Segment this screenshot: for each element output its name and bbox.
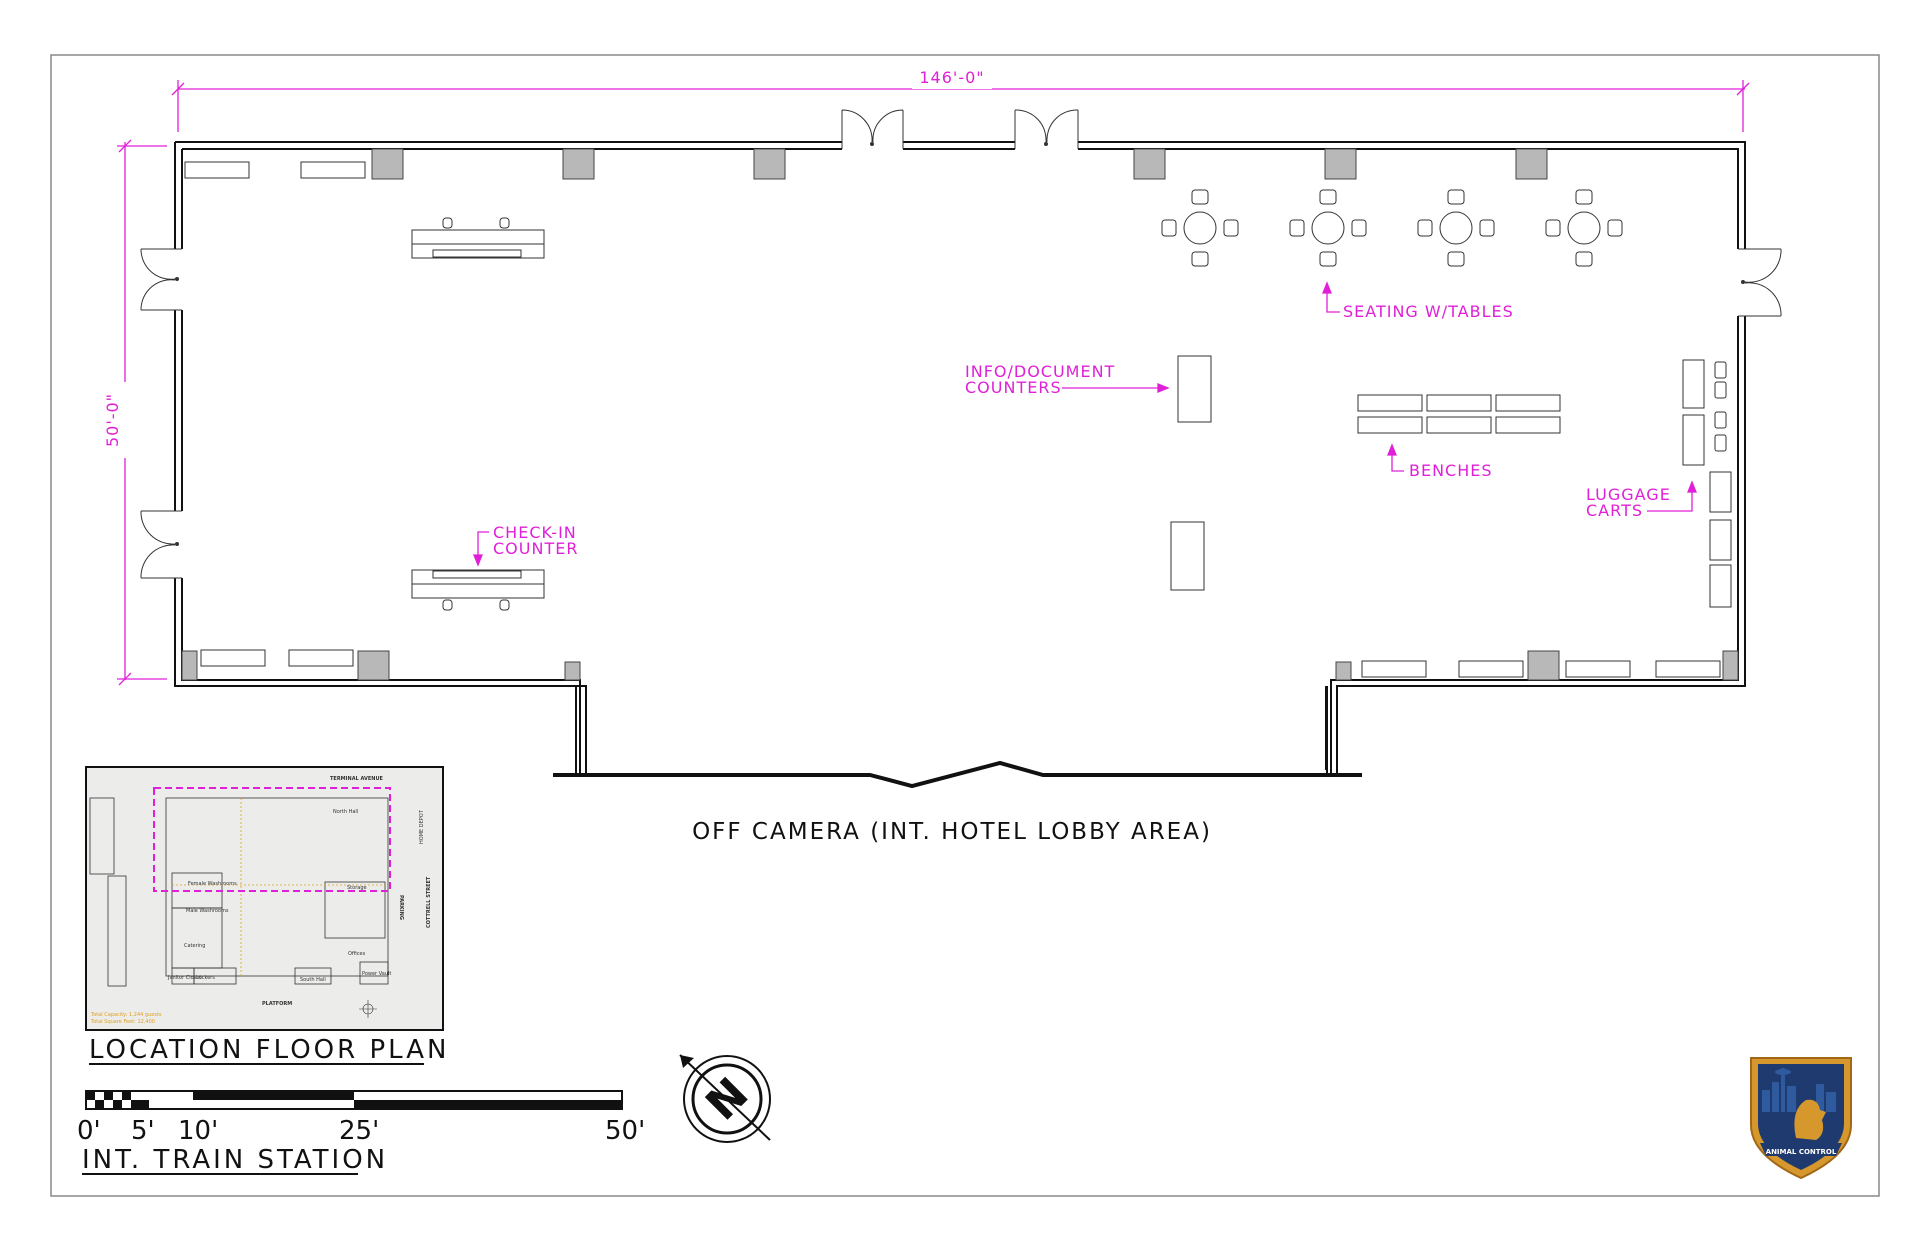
mini-square-feet: Total Square Feet: 12,400 bbox=[90, 1019, 155, 1025]
mini-power-vault: Power Vault bbox=[362, 971, 391, 977]
off-camera-label: OFF CAMERA (INT. HOTEL LOBBY AREA) bbox=[692, 819, 1212, 845]
mini-male-washrooms: Male Washrooms bbox=[186, 908, 229, 914]
check-in-label-1: CHECK-IN bbox=[493, 523, 577, 542]
mini-parking: PARKING bbox=[398, 895, 404, 920]
check-in-label-2: COUNTER bbox=[493, 539, 578, 558]
mini-janitor: Janitor Closet bbox=[167, 975, 201, 981]
main-plan-title: INT. TRAIN STATION bbox=[82, 1145, 388, 1175]
luggage-label-2: CARTS bbox=[1586, 501, 1643, 520]
annotation-leaders bbox=[473, 281, 1697, 567]
mini-street-right: COTTRELL STREET bbox=[426, 876, 432, 928]
luggage-label-1: LUGGAGE bbox=[1586, 485, 1671, 504]
mini-street-top: TERMINAL AVENUE bbox=[330, 776, 384, 782]
logo-text: ANIMAL CONTROL bbox=[1766, 1148, 1837, 1156]
luggage-carts bbox=[1682, 359, 1732, 608]
top-counter bbox=[411, 217, 545, 259]
check-in-counter bbox=[411, 569, 545, 611]
scale-tick-0: 0' bbox=[77, 1116, 101, 1146]
scale-tick-5: 5' bbox=[131, 1116, 155, 1146]
mini-north-arrow bbox=[359, 1000, 377, 1018]
scale-tick-10: 10' bbox=[178, 1116, 218, 1146]
mini-lockers: Lockers bbox=[196, 975, 215, 981]
location-floor-plan: TERMINAL AVENUE North Hall Storage Femal… bbox=[85, 766, 444, 1031]
scale-tick-50: 50' bbox=[605, 1116, 645, 1146]
location-plan-title: LOCATION FLOOR PLAN bbox=[89, 1035, 449, 1065]
height-dimension-label: 50'-0" bbox=[103, 393, 122, 447]
info-counters bbox=[1170, 355, 1212, 591]
mini-platform: PLATFORM bbox=[262, 1001, 292, 1007]
central-benches bbox=[1357, 394, 1561, 434]
seating-tables bbox=[1161, 189, 1623, 267]
main-floor-plan: 146'-0" 50'-0" bbox=[103, 68, 1782, 845]
benches-label: BENCHES bbox=[1409, 461, 1493, 480]
mini-south-hall: South Hall bbox=[300, 977, 326, 983]
location-highlight bbox=[153, 787, 391, 892]
width-dimension-label: 146'-0" bbox=[919, 68, 984, 87]
mini-storage: Storage bbox=[347, 885, 367, 891]
columns bbox=[181, 148, 1739, 681]
building-walls bbox=[174, 141, 1746, 775]
seating-label: SEATING W/TABLES bbox=[1343, 302, 1514, 321]
mini-capacity: Total Capacity: 1,244 guests bbox=[90, 1012, 162, 1018]
animal-control-logo: ANIMAL CONTROL bbox=[1750, 1057, 1852, 1180]
scale-bar: 0' 5' 10' 25' 50' bbox=[77, 1090, 645, 1146]
break-line bbox=[553, 760, 1362, 789]
sheet-border bbox=[50, 54, 1880, 1197]
mini-offices: Offices bbox=[348, 951, 366, 957]
mini-female-washrooms: Female Washrooms bbox=[188, 881, 237, 887]
mini-home-depot: HOME DEPOT bbox=[419, 809, 425, 844]
info-counters-label-2: COUNTERS bbox=[965, 378, 1062, 397]
mini-north-hall: North Hall bbox=[333, 809, 358, 815]
doors bbox=[140, 109, 1782, 579]
scale-tick-25: 25' bbox=[339, 1116, 379, 1146]
wall-benches bbox=[184, 161, 1721, 678]
north-arrow-icon: N bbox=[679, 1054, 771, 1143]
info-counters-label-1: INFO/DOCUMENT bbox=[965, 362, 1115, 381]
mini-catering: Catering bbox=[184, 943, 205, 949]
